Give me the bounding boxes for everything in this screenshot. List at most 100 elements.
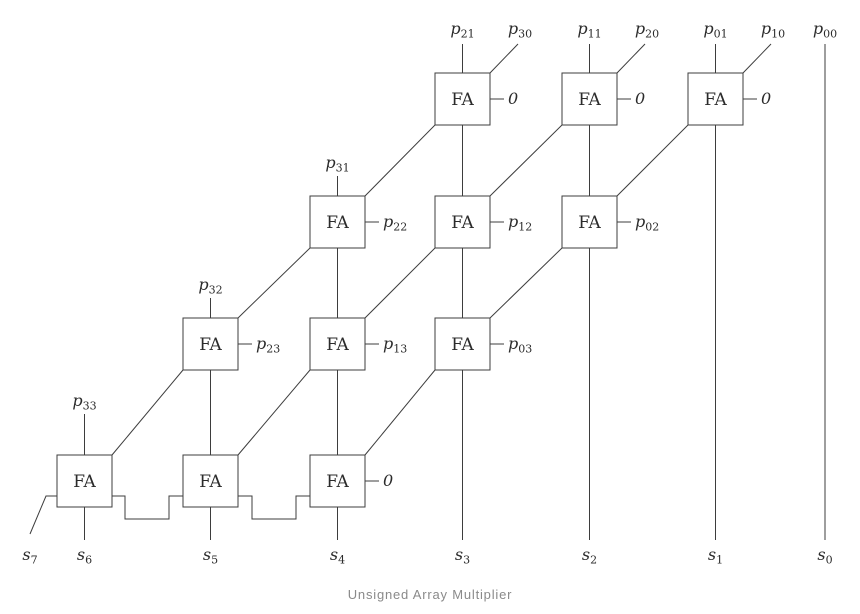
side-label-zero: 0: [761, 89, 771, 108]
output-label-s2: s2: [582, 545, 597, 567]
fa-label: FA: [326, 335, 349, 355]
label-base: s: [330, 545, 338, 564]
carry-wire: [238, 495, 310, 520]
label-base: s: [77, 545, 85, 564]
input-label-p33: p33: [72, 391, 96, 413]
label-sub: 23: [266, 343, 280, 356]
input-label-p10: p10: [761, 19, 785, 41]
label-sub: 33: [83, 400, 97, 413]
side-label-zero: 0: [508, 89, 518, 108]
side-label-p03: p03: [508, 334, 532, 356]
label-base: p: [635, 19, 645, 38]
side-label-p02: p02: [635, 212, 659, 234]
labels-layer: p21 p30 p11 p20 p01 p10 p00 p31 p32 p33 …: [22, 19, 837, 602]
label-sub: 00: [823, 28, 837, 41]
input-label-p00: p00: [813, 19, 837, 41]
label-sub: 3: [463, 554, 470, 567]
carry-wire: [112, 495, 183, 520]
input-label-p20: p20: [635, 19, 659, 41]
label-base: p: [325, 153, 335, 172]
carry-wire: [237, 369, 311, 456]
side-label-p13: p13: [383, 334, 407, 356]
label-sub: 5: [211, 554, 218, 567]
carry-wire: [364, 247, 436, 319]
label-base: p: [508, 334, 518, 353]
carry-wire: [489, 247, 563, 319]
label-sub: 6: [85, 554, 92, 567]
label-sub: 13: [393, 343, 407, 356]
fa-box: [56, 454, 113, 508]
label-base: 0: [508, 89, 518, 108]
side-label-p22: p22: [383, 212, 407, 234]
label-base: p: [813, 19, 823, 38]
label-sub: 10: [771, 28, 785, 41]
input-label-p01: p01: [703, 19, 727, 41]
label-base: 0: [761, 89, 771, 108]
fa-label: FA: [451, 335, 474, 355]
label-sub: 02: [645, 221, 659, 234]
label-sub: 30: [518, 28, 532, 41]
label-base: p: [635, 212, 645, 231]
side-label-p12: p12: [508, 212, 532, 234]
fa-boxes-layer: FA FA FA FA FA FA FA FA FA FA FA FA: [56, 72, 744, 508]
label-base: s: [708, 545, 716, 564]
label-base: p: [383, 334, 393, 353]
fa-label: FA: [326, 213, 349, 233]
label-base: p: [198, 275, 208, 294]
label-sub: 20: [645, 28, 659, 41]
label-base: p: [72, 391, 82, 410]
label-base: p: [256, 334, 266, 353]
output-label-s6: s6: [77, 545, 92, 567]
label-sub: 2: [590, 554, 597, 567]
carry-wire: [364, 124, 436, 197]
label-sub: 32: [209, 284, 223, 297]
fa-box: [434, 72, 491, 126]
output-label-s5: s5: [203, 545, 218, 567]
fa-box: [309, 317, 366, 371]
fa-box: [561, 72, 618, 126]
carry-wire: [111, 369, 184, 456]
fa-label: FA: [704, 90, 727, 110]
label-base: p: [761, 19, 771, 38]
side-label-p23: p23: [256, 334, 280, 356]
label-sub: 0: [826, 554, 833, 567]
fa-label: FA: [578, 213, 601, 233]
fa-box: [182, 317, 239, 371]
label-sub: 4: [338, 554, 345, 567]
label-sub: 01: [714, 28, 728, 41]
label-base: p: [508, 212, 518, 231]
fa-label: FA: [73, 472, 96, 492]
fa-box: [309, 454, 366, 508]
output-label-s4: s4: [330, 545, 345, 567]
output-label-s0: s0: [817, 545, 832, 567]
label-base: 0: [635, 89, 645, 108]
label-sub: 21: [461, 28, 475, 41]
label-sub: 11: [588, 28, 602, 41]
fa-box: [434, 317, 491, 371]
label-base: s: [22, 545, 30, 564]
label-sub: 31: [336, 162, 350, 175]
carry-wire: [616, 124, 689, 197]
output-label-s3: s3: [455, 545, 470, 567]
label-sub: 22: [393, 221, 407, 234]
output-wire: [29, 495, 57, 535]
fa-box: [309, 195, 366, 249]
fa-label: FA: [451, 90, 474, 110]
fa-box: [434, 195, 491, 249]
label-sub: 03: [518, 343, 532, 356]
side-label-zero: 0: [635, 89, 645, 108]
wire: [616, 43, 646, 74]
label-sub: 7: [31, 554, 38, 567]
fa-label: FA: [326, 472, 349, 492]
label-sub: 12: [518, 221, 532, 234]
label-base: p: [450, 19, 460, 38]
label-base: s: [203, 545, 211, 564]
fa-label: FA: [199, 335, 222, 355]
input-label-p32: p32: [198, 275, 222, 297]
fa-box: [687, 72, 744, 126]
output-label-s1: s1: [708, 545, 723, 567]
side-label-zero: 0: [383, 471, 393, 490]
fa-box: [561, 195, 618, 249]
